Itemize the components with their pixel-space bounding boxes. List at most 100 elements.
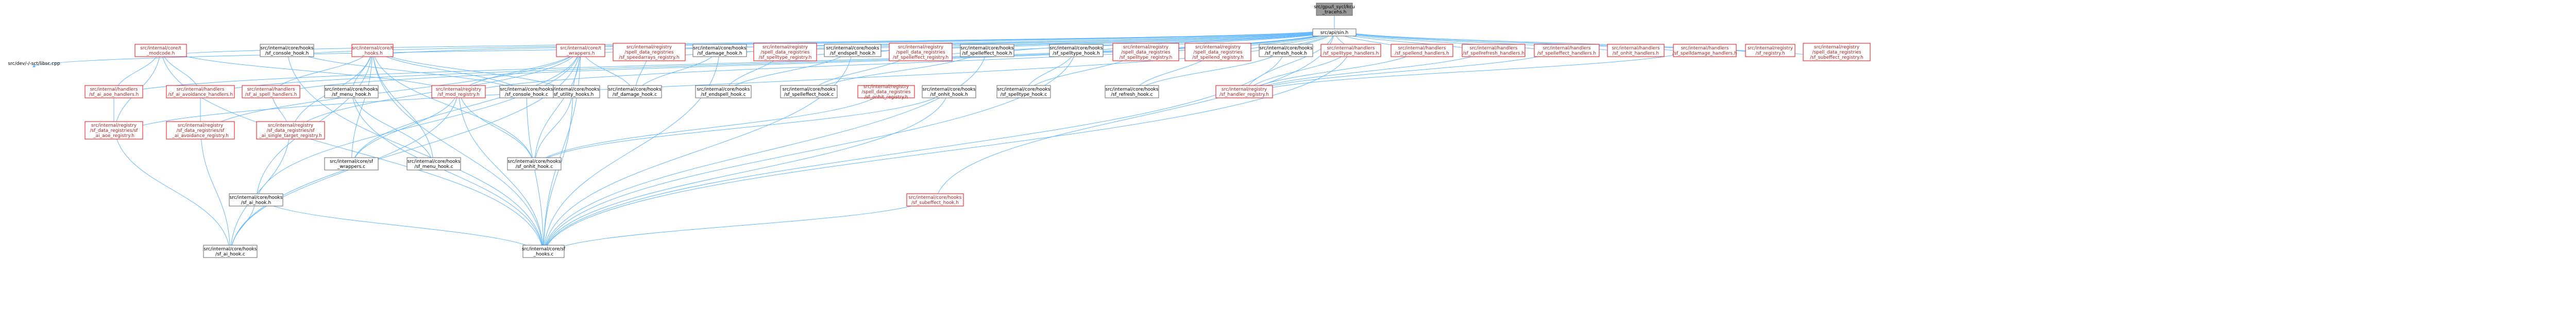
file-node[interactable]: src/internal/handlers/sf_spelldamage_han… bbox=[1672, 44, 1737, 57]
file-node[interactable]: src/internal/handlers/sf_ai_spell_handle… bbox=[242, 85, 300, 98]
include-edge bbox=[541, 44, 853, 258]
node-label: src/internal/registry bbox=[1814, 45, 1860, 50]
node-label: /spell_data_registries bbox=[760, 50, 809, 55]
node-label: src/dev/-/-sct/libsc.cpp bbox=[8, 61, 60, 66]
node-label: src/internal/registry bbox=[1748, 46, 1793, 51]
file-node[interactable]: src/internal/core/hooks/sf_onhit_hook.h bbox=[922, 85, 976, 98]
node-label: _ai_avoidance_registry.h bbox=[172, 133, 229, 139]
file-node[interactable]: src/internal/core/hooks/sf_spelleffect_h… bbox=[780, 85, 838, 98]
node-box bbox=[203, 245, 258, 258]
edge-line bbox=[349, 44, 373, 170]
node-label: /spell_data_registries bbox=[896, 50, 945, 55]
node-label: src/internal/handlers bbox=[1612, 46, 1660, 51]
node-box bbox=[166, 85, 235, 98]
node-label: /sf_mod_registry.h bbox=[437, 92, 480, 97]
file-node[interactable]: src/internal/core/hooks/sf_spelleffect_h… bbox=[960, 44, 1014, 57]
file-node[interactable]: src/dev/-/-sct/libsc.cpp bbox=[8, 61, 60, 66]
edge-line bbox=[351, 85, 546, 258]
node-box bbox=[857, 85, 915, 98]
file-node[interactable]: src/internal/core/hooks/sf_utility_hooks… bbox=[546, 85, 600, 98]
file-node[interactable]: src/internal/registry/spell_data_registr… bbox=[613, 43, 686, 61]
file-node[interactable]: src/internal/registry/sf_data_registries… bbox=[166, 121, 235, 140]
node-label: /sf_handler_registry.h bbox=[1219, 92, 1269, 97]
node-box bbox=[351, 44, 394, 57]
file-node[interactable]: src/internal/core/hooks/sf_spelltype_hoo… bbox=[1049, 44, 1104, 57]
edge-line bbox=[372, 44, 546, 258]
edge-line bbox=[198, 44, 581, 140]
node-label: /sf_menu_hook.c bbox=[414, 164, 453, 169]
node-label: /sf_onhit_hook.c bbox=[516, 164, 553, 169]
file-node[interactable]: src/internal/handlers/sf_spelltype_handl… bbox=[1320, 44, 1381, 57]
node-box bbox=[84, 85, 143, 98]
include-edge bbox=[933, 28, 1335, 207]
file-node[interactable]: src/internal/registry/spell_data_registr… bbox=[1803, 43, 1871, 61]
node-label: /sf_spellend_registry.h bbox=[1192, 55, 1244, 60]
file-node[interactable]: src/internal/core/hooks/sf_damage_hook.h bbox=[692, 44, 747, 57]
file-node[interactable]: src/internal/core/t_hooks.h bbox=[351, 44, 394, 57]
file-node[interactable]: src/internal/core/t_wrappers.h bbox=[556, 44, 605, 57]
file-node[interactable]: src/internal/core/hooks/sf_endspell_hook… bbox=[824, 44, 882, 57]
file-node[interactable]: src/internal/handlers/sf_spelleffect_han… bbox=[1534, 44, 1600, 57]
file-node[interactable]: src/internal/registry/spell_data_registr… bbox=[1112, 43, 1179, 61]
file-node[interactable]: src/internal/registry/spell_data_registr… bbox=[857, 84, 915, 100]
file-node[interactable]: src/internal/core/hooks/sf_subeffect_hoo… bbox=[906, 193, 964, 207]
file-node[interactable]: src/internal/core/sf_wrappers.c bbox=[324, 157, 379, 170]
edge-line bbox=[458, 85, 546, 258]
include-edge bbox=[541, 44, 1351, 258]
include-edge bbox=[370, 28, 1335, 57]
file-node[interactable]: src/internal/core/hooks/sf_console_hook.… bbox=[260, 44, 314, 57]
node-label: /sf_spelleffect_handlers.h bbox=[1537, 51, 1596, 56]
file-node[interactable]: src/internal/core/hooks/sf_endspell_hook… bbox=[695, 85, 752, 98]
node-label: src/internal/core/hooks bbox=[826, 46, 879, 51]
file-node[interactable]: src/internal/core/hooks/sf_onhit_hook.c bbox=[507, 157, 562, 170]
file-node[interactable]: src/internal/handlers/sf_onhit_handlers.… bbox=[1607, 44, 1665, 57]
node-label: /sf_endspell_hook.h bbox=[830, 51, 875, 56]
node-label: /sf_console_hook.h bbox=[265, 51, 309, 56]
file-node[interactable]: src/internal/handlers/sf_ai_aoe_handlers… bbox=[84, 85, 143, 98]
file-node[interactable]: src/internal/core/hooks/sf_ai_hook.c bbox=[203, 245, 258, 258]
file-node[interactable]: src/internal/registry/spell_data_registr… bbox=[1184, 43, 1251, 61]
file-node[interactable]: src/internal/handlers/sf_ai_avoidance_ha… bbox=[166, 85, 235, 98]
edge-line bbox=[228, 85, 459, 258]
file-node[interactable]: src/internal/handlers/sf_spellrefresh_ha… bbox=[1462, 44, 1526, 57]
node-label: _modcode.h bbox=[146, 51, 175, 56]
file-node[interactable]: src/internal/registry/spell_data_registr… bbox=[753, 43, 817, 61]
file-node[interactable]: src/internal/handlers/sf_spellend_handle… bbox=[1391, 44, 1453, 57]
node-label: /sf_spelltype_hook.c bbox=[1001, 92, 1047, 97]
node-label: src/internal/registry bbox=[1222, 87, 1267, 92]
node-label: /sf_spelltype_registry.h bbox=[759, 55, 812, 60]
file-node[interactable]: src/internal/core/hooks/sf_damage_hook.c bbox=[607, 85, 662, 98]
include-edge bbox=[349, 85, 459, 170]
file-node[interactable]: src/internal/registry/sf_data_registries… bbox=[256, 121, 325, 140]
file-node[interactable]: src/internal/core/hooks/sf_ai_hook.h bbox=[229, 193, 283, 207]
file-node[interactable]: src/internal/core/hooks/sf_refresh_hook.… bbox=[1259, 44, 1313, 57]
node-label: /sf_spelleffect_registry.h bbox=[893, 55, 948, 60]
include-edge bbox=[228, 44, 581, 258]
edge-line bbox=[532, 85, 950, 170]
file-node[interactable]: src/internal/core/hooks/sf_menu_hook.h bbox=[324, 85, 379, 98]
include-edge bbox=[372, 44, 546, 258]
edge-line bbox=[254, 44, 581, 207]
file-node[interactable]: src/internal/core/t_modcode.h bbox=[134, 44, 187, 57]
node-label: src/internal/core/hooks bbox=[697, 87, 750, 92]
file-node[interactable]: src/internal/registry/sf_handler_registr… bbox=[1215, 85, 1273, 98]
file-node[interactable]: src/internal/core/hooks/sf_menu_hook.c bbox=[406, 157, 461, 170]
file-node[interactable]: src/internal/core/hooks/sf_console_hook.… bbox=[499, 85, 554, 98]
file-node[interactable]: src/internal/registry/sf_registry.h bbox=[1745, 44, 1795, 57]
node-label: src/internal/core/hooks bbox=[693, 46, 747, 51]
node-label: /sf_refresh_hook.h bbox=[1265, 51, 1307, 56]
node-label: /sf_ai_aoe_handlers.h bbox=[89, 92, 139, 97]
file-node[interactable]: src/internal/core/hooks/sf_refresh_hook.… bbox=[1105, 85, 1159, 98]
file-node[interactable]: src/api/sin.h bbox=[1312, 28, 1357, 37]
file-node[interactable]: src/internal/registry/spell_data_registr… bbox=[889, 43, 953, 61]
file-node[interactable]: src/internal/registry/sf_data_registries… bbox=[84, 121, 143, 140]
file-node[interactable]: src/internal/registry/sf_mod_registry.h bbox=[431, 85, 486, 98]
edge-line bbox=[541, 85, 950, 258]
file-node[interactable]: src/internal/core/hooks/sf_spelltype_hoo… bbox=[996, 85, 1051, 98]
edge-line bbox=[228, 44, 581, 258]
node-box bbox=[431, 85, 486, 98]
include-edge bbox=[351, 85, 546, 258]
node-label: /sf_data_registries/sf bbox=[177, 128, 225, 133]
node-label: /sf_ai_avoidance_handlers.h bbox=[168, 92, 233, 97]
file-node[interactable]: src/internal/core/sf_hooks.c bbox=[522, 245, 566, 258]
